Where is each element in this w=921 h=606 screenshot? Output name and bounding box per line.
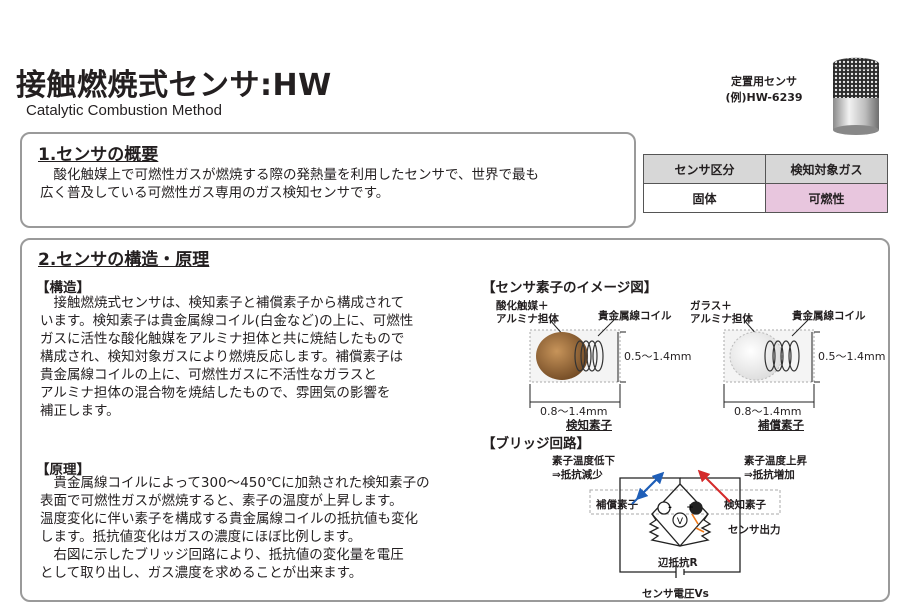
- section2-title: 2.センサの構造・原理: [38, 250, 210, 270]
- bridge-resistor-label: 辺抵抗R: [658, 557, 698, 569]
- bridge-volt-symbol: V: [677, 517, 684, 527]
- bridge-right-note-line1: 素子温度上昇: [744, 455, 807, 467]
- spec-value-target-gas: 可燃性: [765, 183, 888, 213]
- bridge-detect-element-icon: [689, 501, 703, 515]
- section-structure-box: [20, 238, 890, 602]
- principle-line: 表面で可燃性ガスが燃焼すると、素子の温度が上昇します。: [40, 493, 403, 509]
- bridge-plus-sign: +: [686, 503, 694, 513]
- detect-height-dimension: 0.5～1.4mm: [624, 350, 692, 363]
- bridge-voltmeter-icon: [672, 512, 688, 528]
- bridge-increase-arrow: [697, 469, 731, 503]
- bridge-minus-sign: -: [668, 503, 672, 513]
- bridge-output-arrows: [691, 513, 705, 533]
- principle-line: します。抵抗値変化はガスの濃度にほぼ比例します。: [40, 529, 362, 545]
- spec-header-target-gas: 検知対象ガス: [765, 154, 888, 184]
- structure-line: 貴金属線コイルの上に、可燃性ガスに不活性なガラスと: [40, 367, 377, 383]
- section1-line: 広く普及している可燃性ガス専用のガス検知センサです。: [40, 185, 390, 201]
- comp-width-dimension: 0.8～1.4mm: [734, 405, 802, 418]
- structure-line: 補正します。: [40, 403, 120, 419]
- section-overview-box: [20, 132, 636, 228]
- comp-element-name: 補償素子: [758, 418, 804, 432]
- detect-element-drawing: [529, 320, 626, 408]
- bridge-circuit-graphic: V - +: [589, 469, 781, 578]
- sensor-spec-table: センサ区分 検知対象ガス 固体 可燃性: [643, 154, 888, 213]
- structure-body: 接触燃焼式センサは、検知素子と補償素子から構成されて います。検知素子は貴金属線…: [40, 294, 480, 420]
- example-model: (例)HW-6239: [725, 91, 803, 104]
- element-diagram-heading: 【センサ素子のイメージ図】: [482, 280, 658, 296]
- page-subtitle: Catalytic Combustion Method: [26, 102, 222, 119]
- section1-line: 酸化触媒上で可燃性ガスが燃焼する際の発熱量を利用したセンサで、世界で最も: [40, 167, 539, 183]
- spec-header-category: センサ区分: [643, 154, 766, 184]
- comp-material-label: ガラス＋ アルミナ担体: [690, 300, 753, 326]
- principle-line: 温度変化に伴い素子を構成する貴金属線コイルの抵抗値も変化: [40, 511, 418, 527]
- bridge-heading: 【ブリッジ回路】: [482, 436, 590, 452]
- bridge-comp-element-icon: [657, 501, 671, 515]
- bridge-left-note-line2: ⇒抵抗減少: [552, 469, 603, 481]
- page-title: 接触燃焼式センサ:HW: [16, 68, 332, 103]
- comp-material-line1: ガラス＋: [690, 300, 732, 312]
- principle-heading: 【原理】: [36, 462, 90, 478]
- principle-line: 右図に示したブリッジ回路により、抵抗値の変化量を電圧: [40, 547, 404, 563]
- detect-material-line2: アルミナ担体: [496, 313, 559, 325]
- bridge-decrease-arrow-back: [635, 475, 661, 501]
- bridge-right-note: 素子温度上昇 ⇒抵抗増加: [744, 454, 807, 482]
- comp-material-line2: アルミナ担体: [690, 313, 753, 325]
- section1-title: 1.センサの概要: [38, 145, 159, 165]
- detect-material-line1: 酸化触媒＋: [496, 300, 549, 312]
- bridge-left-note-line1: 素子温度低下: [552, 455, 615, 467]
- detect-material-label: 酸化触媒＋ アルミナ担体: [496, 300, 559, 326]
- section1-body: 酸化触媒上で可燃性ガスが燃焼する際の発熱量を利用したセンサで、世界で最も 広く普…: [40, 166, 630, 202]
- detect-element-name: 検知素子: [566, 418, 612, 432]
- spec-value-category: 固体: [643, 183, 766, 213]
- structure-line: アルミナ担体の混合物を焼結したもので、雰囲気の影響を: [40, 385, 391, 401]
- bridge-comp-label: 補償素子: [596, 499, 638, 511]
- bridge-right-note-line2: ⇒抵抗増加: [744, 469, 795, 481]
- principle-body: 貴金属線コイルによって300～450℃に加熱された検知素子の 表面で可燃性ガスが…: [40, 474, 480, 582]
- structure-line: います。検知素子は貴金属線コイル(白金など)の上に、可燃性: [40, 313, 414, 329]
- bridge-detect-label: 検知素子: [724, 499, 766, 511]
- bridge-voltage-label: センサ電圧Vs: [642, 588, 709, 600]
- detect-width-dimension: 0.8～1.4mm: [540, 405, 608, 418]
- sensor-product-photo: [832, 57, 880, 135]
- comp-height-dimension: 0.5～1.4mm: [818, 350, 886, 363]
- fixed-sensor-caption: 定置用センサ (例)HW-6239: [700, 74, 828, 106]
- comp-coil-label: 貴金属線コイル: [792, 310, 866, 322]
- fixed-sensor-label: 定置用センサ: [731, 75, 797, 88]
- element-diagram-graphic: [529, 320, 820, 408]
- bridge-output-label: センサ出力: [728, 524, 781, 536]
- detect-coil-label: 貴金属線コイル: [598, 310, 672, 322]
- bridge-left-note: 素子温度低下 ⇒抵抗減少: [552, 454, 615, 482]
- structure-heading: 【構造】: [36, 280, 90, 296]
- comp-element-drawing: [723, 320, 820, 408]
- structure-line: 構成され、検知対象ガスにより燃焼反応します。補償素子は: [40, 349, 404, 365]
- structure-line: ガスに活性な酸化触媒をアルミナ担体と共に焼結したもので: [40, 331, 405, 347]
- principle-line: 貴金属線コイルによって300～450℃に加熱された検知素子の: [40, 475, 430, 491]
- principle-line: として取り出し、ガス濃度を求めることが出来ます。: [40, 565, 363, 581]
- structure-line: 接触燃焼式センサは、検知素子と補償素子から構成されて: [40, 295, 405, 311]
